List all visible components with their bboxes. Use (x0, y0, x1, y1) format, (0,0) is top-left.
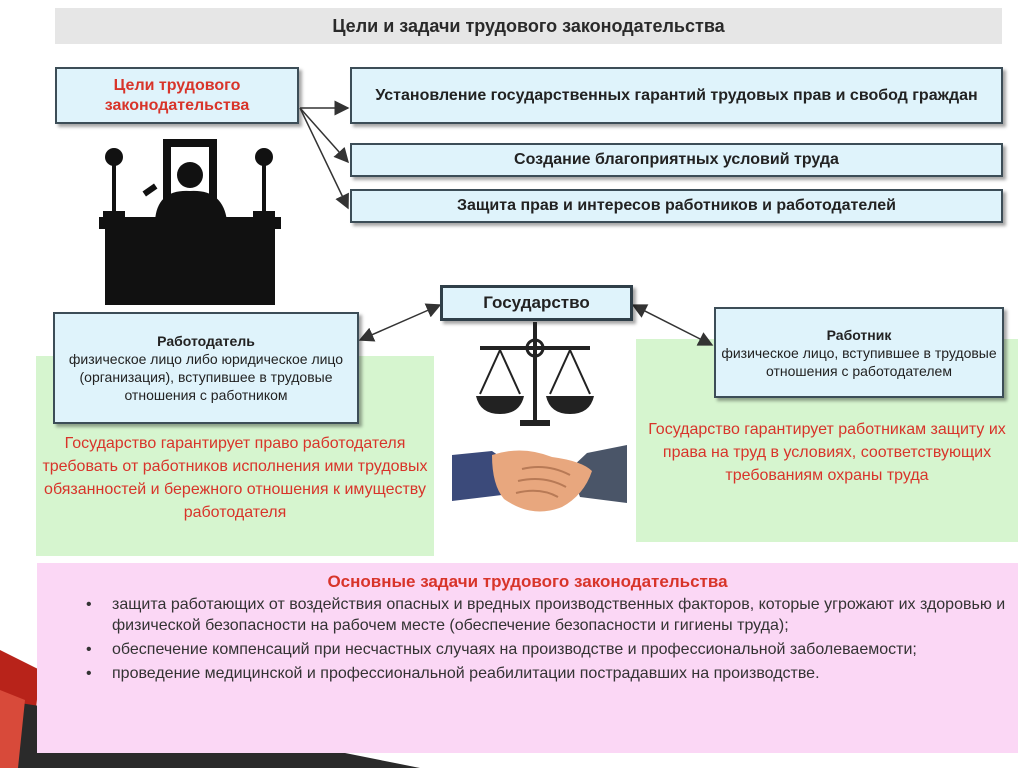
task-item: • проведение медицинской и профессиональ… (86, 663, 1006, 684)
task-item: • защита работающих от воздействия опасн… (86, 594, 1006, 636)
employer-box: Работодатель физическое лицо либо юридич… (53, 312, 359, 424)
bullet: • (86, 596, 92, 613)
worker-guarantee-text: Государство гарантирует работникам защит… (648, 421, 1006, 484)
goals-heading: Цели трудового законодательства (55, 67, 299, 124)
employer-title: Работодатель (157, 333, 255, 349)
worker-title: Работник (826, 326, 892, 343)
bullet: • (86, 665, 92, 682)
task-text: защита работающих от воздействия опасных… (112, 596, 1006, 634)
page-title: Цели и задачи трудового законодательства (55, 8, 1002, 44)
task-text: проведение медицинской и профессионально… (112, 665, 820, 682)
task-item: • обеспечение компенсаций при несчастных… (86, 639, 1006, 660)
tasks-heading: Основные задачи трудового законодательст… (327, 572, 728, 591)
worker-box: Работник физическое лицо, вступившее в т… (714, 307, 1004, 398)
state-box: Государство (440, 285, 633, 321)
tasks-list: • защита работающих от воздействия опасн… (86, 594, 1006, 687)
goal-item-guarantees: Установление государственных гарантий тр… (350, 67, 1003, 124)
bullet: • (86, 641, 92, 658)
employer-guarantee-text: Государство гарантирует право работодате… (42, 435, 428, 521)
goal-item-conditions: Создание благоприятных условий труда (350, 143, 1003, 177)
task-text: обеспечение компенсаций при несчастных с… (112, 641, 917, 658)
employer-description: физическое лицо либо юридическое лицо (о… (68, 351, 344, 403)
worker-description: физическое лицо, вступившее в трудовые о… (721, 344, 997, 379)
tasks-panel (37, 563, 1018, 753)
scales-icon (476, 322, 594, 426)
judge-icon (99, 139, 281, 305)
goal-item-protection: Защита прав и интересов работников и раб… (350, 189, 1003, 223)
handshake-icon (452, 445, 627, 512)
